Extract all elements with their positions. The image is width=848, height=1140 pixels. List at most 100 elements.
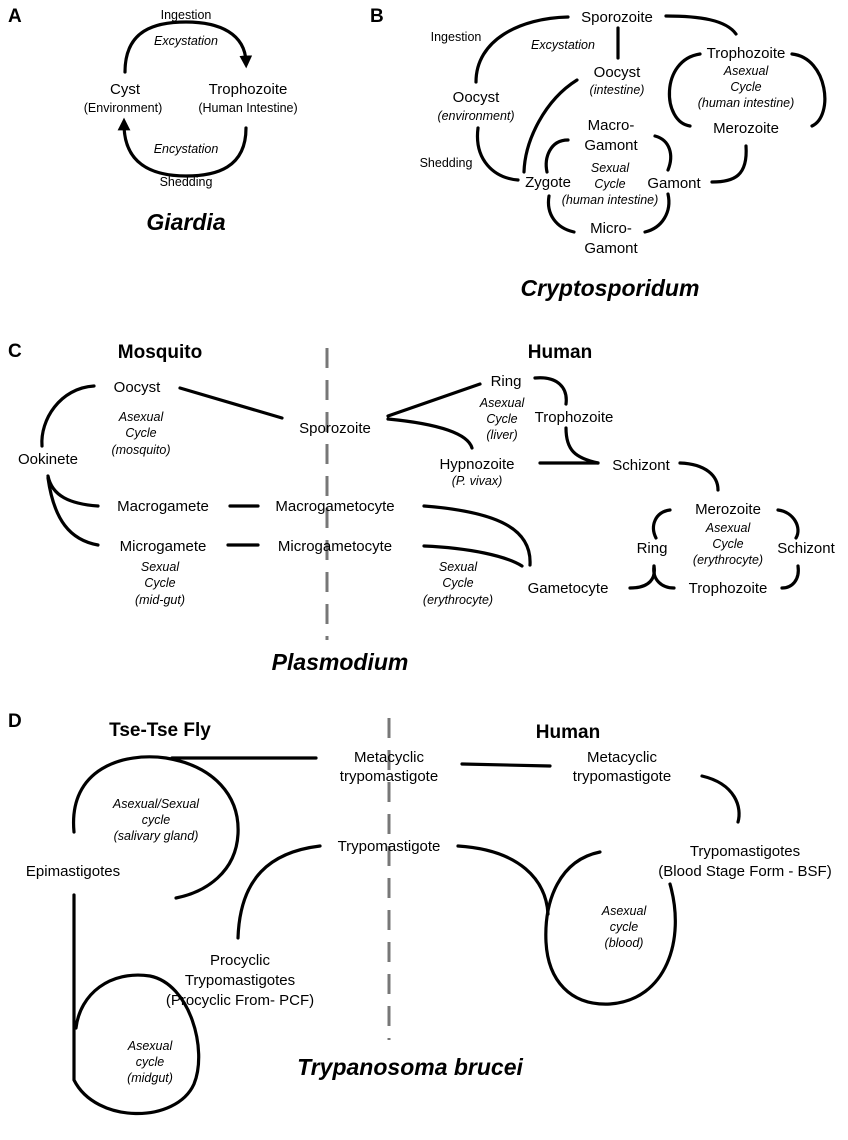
giardia-cyst-label: Cyst (110, 81, 141, 98)
plasmodium-sexual-ery-line3: (erythrocyte) (423, 593, 493, 607)
plasmodium-asexual-liver-line2: Cycle (486, 412, 517, 426)
trypanosoma-trypomastigotes-bsf-line2: (Blood Stage Form - BSF) (658, 863, 831, 880)
giardia-shedding-label: Shedding (160, 175, 213, 189)
plasmodium-ery-top-right-arc (776, 508, 800, 540)
plasmodium-sexual-midgut-line1: Sexual (141, 560, 180, 574)
crypto-sexual-bottom-right (643, 192, 671, 234)
crypto-gamont-label: Gamont (647, 175, 701, 192)
plasmodium-ring-to-trophozoite (533, 376, 568, 406)
trypanosoma-human-metacyclic-to-bsf (700, 774, 741, 824)
trypanosoma-procyclic-to-trypomastigote (236, 844, 322, 940)
panel-c-letter: C (8, 341, 22, 362)
crypto-sexual-cycle-line2: Cycle (594, 177, 625, 191)
trypanosoma-asexual-blood-line3: (blood) (605, 936, 644, 950)
giardia-cyst-environment: (Environment) (84, 101, 163, 115)
crypto-sexual-bottom-left (546, 194, 576, 234)
plasmodium-macrogametocyte-label: Macrogametocyte (275, 498, 394, 515)
crypto-oocyst-environment-location: (environment) (437, 109, 514, 123)
plasmodium-sporozoite-label: Sporozoite (299, 420, 371, 437)
crypto-excystation-label: Excystation (531, 38, 595, 52)
cryptosporidium-title: Cryptosporidum (521, 275, 700, 301)
plasmodium-schizont-liver-label: Schizont (612, 457, 670, 474)
crypto-shedding-curve (475, 126, 520, 182)
plasmodium-trophozoite-to-schizont (564, 426, 600, 465)
plasmodium-ookinete-to-microgamete (46, 476, 100, 547)
crypto-sexual-top-right (653, 134, 673, 172)
plasmodium-oocyst-label: Oocyst (114, 379, 162, 396)
plasmodium-gametocyte-label: Gametocyte (528, 580, 609, 597)
plasmodium-sporozoite-to-ring (386, 382, 482, 418)
crypto-sexual-cycle-line3: (human intestine) (562, 193, 659, 207)
trypanosoma-epimastigotes-label: Epimastigotes (26, 863, 120, 880)
plasmodium-ring-ery-label: Ring (637, 540, 668, 557)
plasmodium-macrogamete-label: Macrogamete (117, 498, 209, 515)
trypanosoma-metacyclic-human-line2: trypomastigote (573, 768, 671, 785)
plasmodium-gametocyte-to-ring (628, 564, 656, 590)
crypto-ingestion-curve (474, 15, 570, 84)
crypto-macrogamont-line1: Macro- (588, 117, 635, 134)
crypto-oocyst-intestine-location: (intestine) (590, 83, 645, 97)
crypto-merozoite-to-gamont (710, 144, 748, 184)
panel-a-letter: A (8, 6, 22, 27)
plasmodium-ery-top-left-arc (651, 508, 672, 540)
plasmodium-ookinete-to-oocyst (40, 384, 96, 448)
plasmodium-trophozoite-liver-label: Trophozoite (535, 409, 614, 426)
plasmodium-ery-bottom-right-arc (780, 564, 800, 590)
trypanosoma-asexual-blood-line1: Asexual (601, 904, 648, 918)
crypto-asexual-cycle-line3: (human intestine) (698, 96, 795, 110)
plasmodium-hypnozoite-label: Hypnozoite (439, 456, 514, 473)
plasmodium-microgametocyte-to-gametocyte (422, 544, 524, 568)
plasmodium-asexual-liver-line1: Asexual (479, 396, 526, 410)
trypanosoma-metacyclic-to-human (460, 762, 552, 768)
trypanosoma-fly-cycle-arc (72, 755, 240, 900)
plasmodium-macrogametocyte-to-gametocyte (422, 504, 532, 567)
plasmodium-mosquito-heading: Mosquito (118, 342, 202, 363)
giardia-excystation-label: Excystation (154, 34, 218, 48)
crypto-asexual-right-arc (790, 52, 827, 128)
crypto-sexual-top-left (544, 138, 570, 174)
trypanosoma-asexual-midgut-line1: Asexual (127, 1039, 174, 1053)
plasmodium-sporozoite-to-hypnozoite (386, 417, 474, 450)
plasmodium-sexual-midgut-line2: Cycle (144, 576, 175, 590)
plasmodium-microgametocyte-label: Microgametocyte (278, 538, 392, 555)
plasmodium-title: Plasmodium (272, 649, 409, 675)
plasmodium-trophozoite-ery-label: Trophozoite (689, 580, 768, 597)
crypto-ingestion-label: Ingestion (431, 30, 482, 44)
plasmodium-ookinete-to-macrogamete (46, 474, 100, 508)
giardia-trophozoite-location: (Human Intestine) (198, 101, 297, 115)
giardia-ingestion-label: Ingestion (161, 8, 212, 22)
plasmodium-asexual-mosquito-line3: (mosquito) (111, 443, 170, 457)
trypanosoma-asexsex-line3: (salivary gland) (114, 829, 199, 843)
trypanosoma-asexsex-line1: Asexual/Sexual (112, 797, 200, 811)
plasmodium-schizont-ery-label: Schizont (777, 540, 835, 557)
trypanosoma-trypomastigotes-bsf-line1: Trypomastigotes (690, 843, 800, 860)
giardia-encystation-arrow (117, 117, 248, 178)
crypto-microgamont-line2: Gamont (584, 240, 638, 257)
crypto-sporozoite-label: Sporozoite (581, 9, 653, 26)
plasmodium-sexual-ery-line2: Cycle (442, 576, 473, 590)
panel-b-letter: B (370, 6, 384, 27)
crypto-merozoite-label: Merozoite (713, 120, 779, 137)
trypanosoma-title: Trypanosoma brucei (297, 1054, 523, 1080)
trypanosoma-asexsex-line2: cycle (142, 813, 171, 827)
crypto-zygote-label: Zygote (525, 174, 571, 191)
crypto-oocyst-intestine-label: Oocyst (594, 64, 642, 81)
crypto-sexual-cycle-line1: Sexual (591, 161, 630, 175)
trypanosoma-procyclic-line2: Trypomastigotes (185, 972, 295, 989)
giardia-encystation-label: Encystation (154, 142, 219, 156)
plasmodium-asexual-mosquito-line1: Asexual (118, 410, 165, 424)
crypto-oocyst-to-zygote (522, 78, 579, 174)
trypanosoma-trypomastigote-label: Trypomastigote (338, 838, 441, 855)
plasmodium-asexual-ery-line1: Asexual (705, 521, 752, 535)
giardia-excystation-arrow (123, 20, 253, 74)
plasmodium-oocyst-to-sporozoite (178, 386, 284, 420)
trypanosoma-asexual-blood-line2: cycle (610, 920, 639, 934)
crypto-trophozoite-label: Trophozoite (707, 45, 786, 62)
plasmodium-p-vivax-label: (P. vivax) (452, 474, 502, 488)
crypto-asexual-left-arc (667, 52, 702, 128)
crypto-sporozoite-to-trophozoite (664, 14, 738, 36)
trypanosoma-asexual-midgut-line2: cycle (136, 1055, 165, 1069)
trypanosoma-metacyclic-fly-line1: Metacyclic (354, 749, 425, 766)
trypanosoma-metacyclic-fly-line2: trypomastigote (340, 768, 438, 785)
